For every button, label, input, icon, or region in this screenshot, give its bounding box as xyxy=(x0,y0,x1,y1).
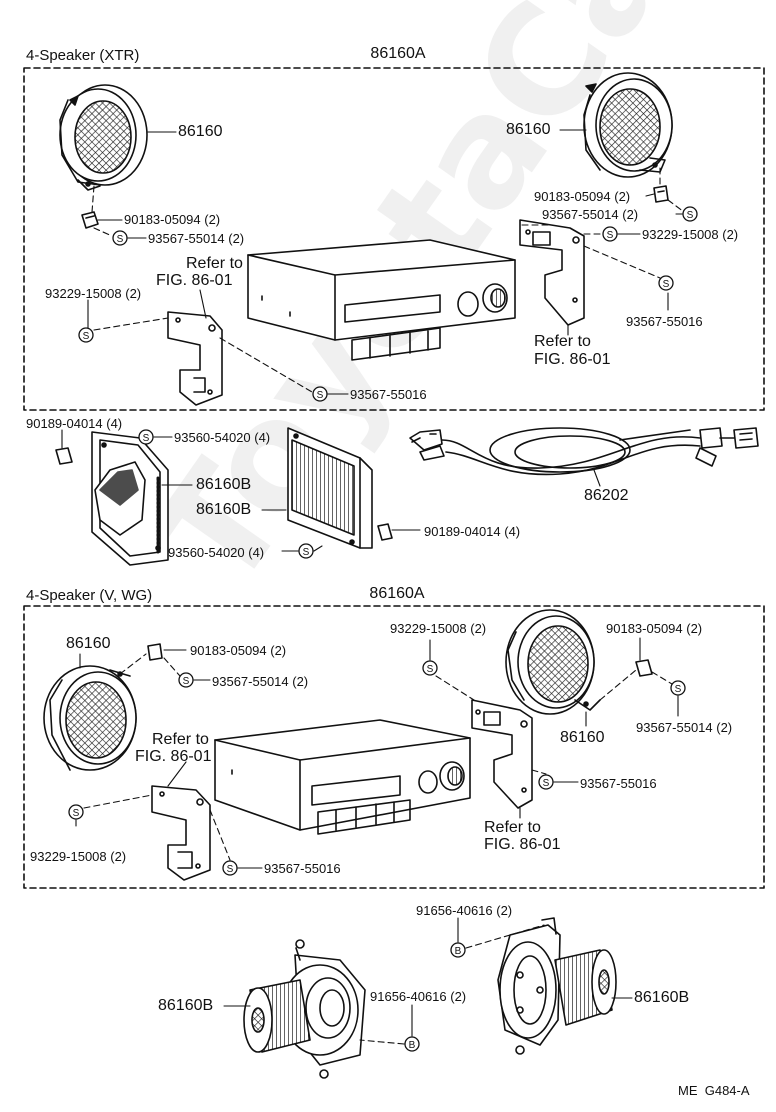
section-heading-v-wg: 4-Speaker (V, WG) xyxy=(26,587,153,604)
label-clip-bottom-right: 90183-05094 (2) xyxy=(606,621,703,636)
refer-top-left-line2: FIG. 86-01 xyxy=(156,272,233,289)
label-speaker-bottom-left: 86160 xyxy=(66,635,111,652)
label-screw-middle-b: 93560-54020 (4) xyxy=(168,545,265,560)
bracket-top-left xyxy=(167,311,223,406)
speaker-86160b-lower-right xyxy=(497,917,617,1055)
label-speaker-86160b-1: 86160B xyxy=(196,476,252,493)
bracket-bottom-right xyxy=(471,699,533,809)
assembly-part-86160a-bottom: 86160A xyxy=(369,585,425,602)
label-top-screw-bottom: 93229-15008 (2) xyxy=(390,621,487,636)
svg-text:S: S xyxy=(227,864,234,875)
leader-lines-top xyxy=(91,167,685,393)
refer-bottom-right-line1: Refer to xyxy=(484,819,541,836)
svg-text:S: S xyxy=(427,664,434,675)
svg-text:S: S xyxy=(143,433,150,444)
speaker-86160b-square-left xyxy=(91,431,169,566)
speaker-86160-bottom-left xyxy=(43,665,137,771)
svg-text:S: S xyxy=(303,547,310,558)
label-bracket-screw-bottom-left: 93229-15008 (2) xyxy=(30,849,127,864)
bracket-top-right xyxy=(519,219,585,326)
svg-text:S: S xyxy=(687,210,694,221)
label-speaker-86160b-2: 86160B xyxy=(196,501,252,518)
label-speaker-bottom-right: 86160 xyxy=(560,729,605,746)
label-wire-harness: 86202 xyxy=(584,487,629,504)
label-clip-middle-left: 90189-04014 (4) xyxy=(26,416,123,431)
radio-head-unit-top xyxy=(247,239,516,361)
svg-text:S: S xyxy=(183,676,190,687)
label-bottom-screw-top: 93567-55016 xyxy=(350,387,427,402)
label-clip-bottom-left: 90183-05094 (2) xyxy=(190,643,287,658)
clip-middle-right xyxy=(377,523,393,541)
bracket-bottom-left xyxy=(151,785,211,881)
label-bracket-screw2-top-right: 93567-55016 xyxy=(626,314,703,329)
speaker-86160-top-left xyxy=(59,84,148,191)
svg-text:S: S xyxy=(73,808,80,819)
label-screw-bottom-right: 93567-55014 (2) xyxy=(636,720,733,735)
label-bracket-screw-top-right: 93229-15008 (2) xyxy=(642,227,739,242)
leader-lines-middle xyxy=(61,429,601,552)
label-screw-bottom-left: 93567-55014 (2) xyxy=(212,674,309,689)
label-bracket-screw-top-left: 93229-15008 (2) xyxy=(45,286,142,301)
label-speaker-top-left: 86160 xyxy=(178,123,223,140)
label-screw-middle-a: 93560-54020 (4) xyxy=(174,430,271,445)
refer-top-right-line2: FIG. 86-01 xyxy=(534,351,611,368)
svg-text:S: S xyxy=(317,390,324,401)
leader-lines-lower xyxy=(223,917,633,1045)
bolt-symbols-lower xyxy=(404,942,466,1052)
leader-lines-bottom xyxy=(83,653,673,861)
screw-symbols-top xyxy=(78,206,698,402)
label-speaker-lower-right: 86160B xyxy=(634,989,690,1006)
refer-bottom-left-line2: FIG. 86-01 xyxy=(135,748,212,765)
speaker-86160-top-right xyxy=(583,72,673,178)
label-speaker-top-right: 86160 xyxy=(506,121,551,138)
clip-top-left xyxy=(81,211,99,229)
label-clip-middle-right: 90189-04014 (4) xyxy=(424,524,521,539)
clip-top-right xyxy=(653,185,669,203)
label-clip-top-right: 90183-05094 (2) xyxy=(534,189,631,204)
svg-text:B: B xyxy=(409,1040,416,1051)
assembly-part-86160a-top: 86160A xyxy=(370,45,426,62)
svg-text:S: S xyxy=(663,279,670,290)
label-bolt-lower-top: 91656-40616 (2) xyxy=(416,903,513,918)
svg-text:B: B xyxy=(455,946,462,957)
refer-top-right-line1: Refer to xyxy=(534,333,591,350)
label-screw-top-left: 93567-55014 (2) xyxy=(148,231,245,246)
screw-symbols-middle xyxy=(138,429,314,559)
speaker-86160-bottom-right xyxy=(505,609,601,715)
clip-bottom-right xyxy=(635,659,653,677)
svg-text:S: S xyxy=(543,778,550,789)
speaker-86160b-grille xyxy=(287,427,373,549)
wire-harness-86202 xyxy=(409,427,759,476)
label-bolt-lower-mid: 91656-40616 (2) xyxy=(370,989,467,1004)
label-screw-top-right: 93567-55014 (2) xyxy=(542,207,639,222)
label-bottom-screw-bottom: 93567-55016 xyxy=(264,861,341,876)
radio-head-unit-bottom xyxy=(214,719,471,835)
refer-top-left-line1: Refer to xyxy=(186,255,243,272)
section-heading-xtr: 4-Speaker (XTR) xyxy=(26,47,140,64)
speaker-86160b-lower-left xyxy=(243,939,366,1079)
svg-text:S: S xyxy=(117,234,124,245)
refer-bottom-left-line1: Refer to xyxy=(152,731,209,748)
screw-symbol-letters: S S S S S S S S S S S S S S B B xyxy=(73,210,694,1051)
screw-symbols-bottom xyxy=(68,660,686,876)
label-bracket-screw-bottom-right: 93567-55016 xyxy=(580,776,657,791)
leader-lines-bottom-solid xyxy=(75,637,679,869)
refer-bottom-right-line2: FIG. 86-01 xyxy=(484,836,561,853)
svg-text:S: S xyxy=(607,230,614,241)
svg-text:S: S xyxy=(675,684,682,695)
label-speaker-lower-left: 86160B xyxy=(158,997,214,1014)
svg-text:S: S xyxy=(83,331,90,342)
footer-ref-code: ME G484-A xyxy=(678,1083,750,1098)
clip-bottom-left xyxy=(147,643,163,661)
bottom-section-frame xyxy=(23,605,765,889)
leader-lines-top-solid xyxy=(87,129,683,395)
top-section-frame xyxy=(23,67,765,411)
clip-middle-left xyxy=(55,447,73,465)
label-clip-top-left: 90183-05094 (2) xyxy=(124,212,221,227)
